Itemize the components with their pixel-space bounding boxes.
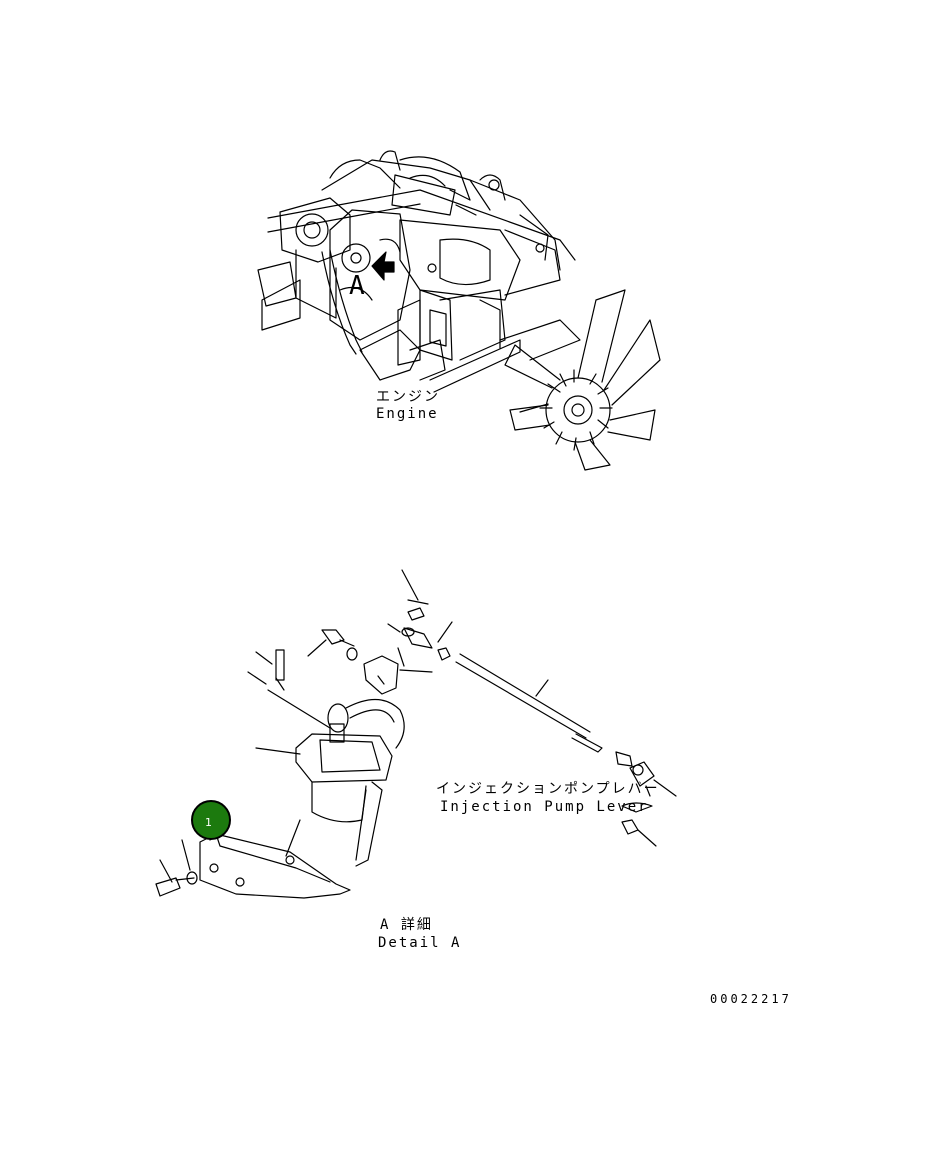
detail-title-jp: A 詳細 — [380, 917, 433, 933]
detail-title-en: Detail A — [378, 935, 462, 951]
part-callout-number: 1 — [205, 816, 212, 829]
pump-lever-label-en: Injection Pump Lever — [440, 799, 649, 815]
drawing-number: 00022217 — [710, 992, 792, 1006]
detail-a-illustration — [155, 569, 677, 899]
part-callout-1[interactable]: 1 — [191, 800, 231, 840]
engine-label-en: Engine — [376, 406, 439, 422]
engine-illustration — [257, 150, 661, 471]
pump-lever-label-jp: インジェクションポンプレバー — [436, 781, 660, 797]
engine-label-jp: エンジン — [376, 389, 440, 405]
detail-a-marker: A — [349, 271, 365, 301]
